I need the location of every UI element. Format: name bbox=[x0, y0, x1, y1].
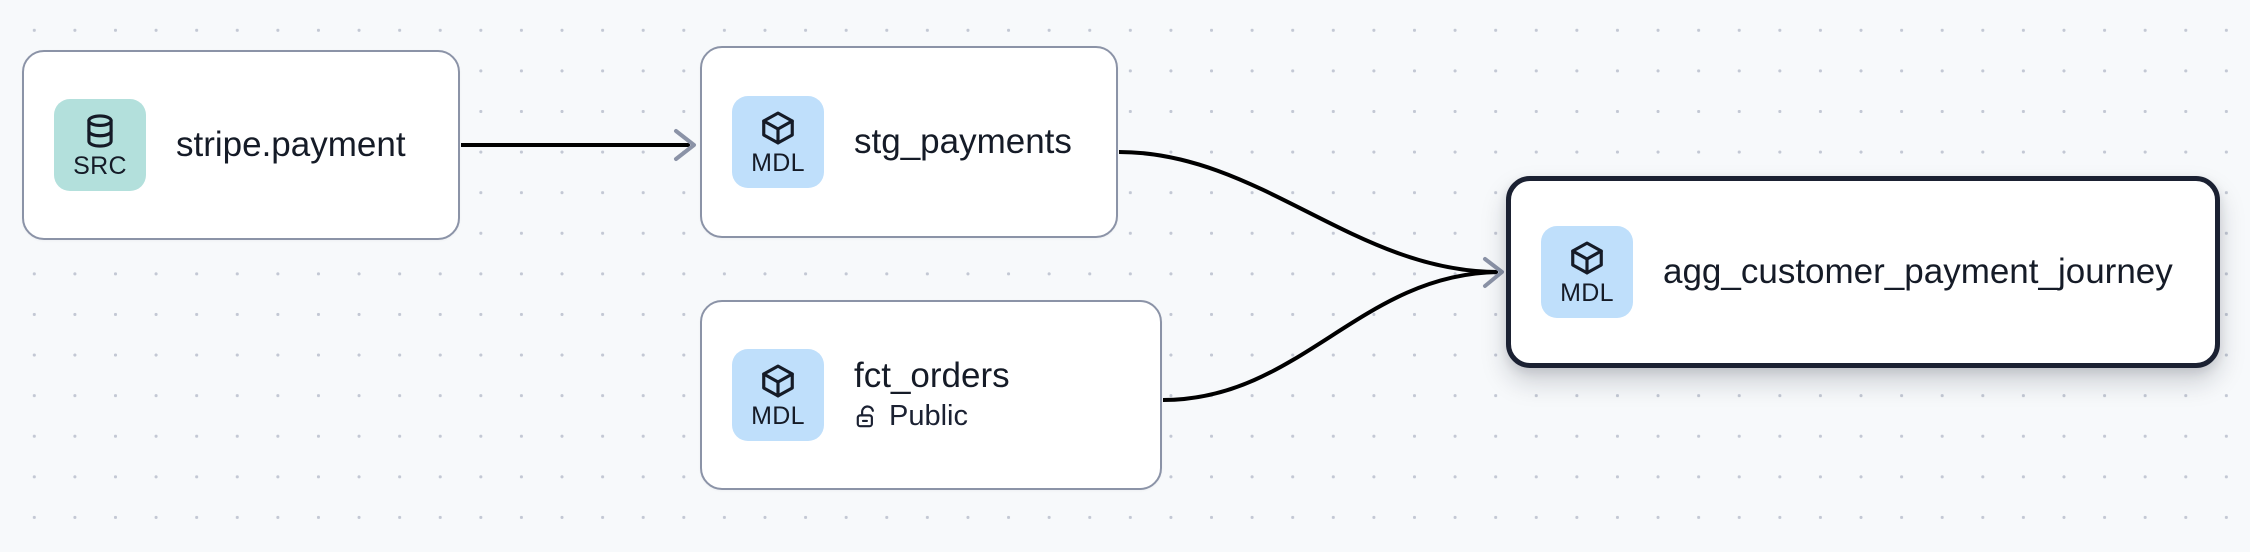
badge-mdl: MDL bbox=[1541, 226, 1633, 318]
badge-src: SRC bbox=[54, 99, 146, 191]
node-stripe-payment[interactable]: SRC stripe.payment bbox=[22, 50, 460, 240]
node-title: agg_customer_payment_journey bbox=[1663, 251, 2173, 291]
edge-stg-payments-to-agg-customer-payment-journey bbox=[1118, 150, 1499, 274]
arrowhead-icon bbox=[674, 129, 696, 161]
badge-label: MDL bbox=[751, 401, 805, 430]
node-body: fct_orders Public bbox=[854, 355, 1010, 433]
badge-label: SRC bbox=[73, 151, 127, 180]
node-stg-payments[interactable]: MDL stg_payments bbox=[700, 46, 1118, 238]
node-fct-orders[interactable]: MDL fct_orders Public bbox=[700, 300, 1162, 490]
badge-label: MDL bbox=[751, 148, 805, 177]
cube-icon bbox=[1568, 239, 1606, 277]
badge-label: MDL bbox=[1560, 278, 1614, 307]
cube-icon bbox=[759, 109, 797, 147]
node-title: fct_orders bbox=[854, 355, 1010, 395]
cube-icon bbox=[759, 362, 797, 400]
node-visibility-label: Public bbox=[889, 400, 968, 433]
badge-mdl: MDL bbox=[732, 349, 824, 441]
node-body: stg_payments bbox=[854, 121, 1072, 162]
node-visibility: Public bbox=[854, 400, 1010, 433]
badge-mdl: MDL bbox=[732, 96, 824, 188]
node-body: agg_customer_payment_journey bbox=[1663, 251, 2173, 292]
unlock-icon bbox=[854, 404, 880, 430]
edge-stripe-payment-to-stg-payments bbox=[461, 129, 696, 161]
edge-fct-orders-to-agg-customer-payment-journey bbox=[1162, 257, 1504, 402]
node-body: stripe.payment bbox=[176, 124, 406, 165]
database-icon bbox=[81, 112, 119, 150]
node-title: stg_payments bbox=[854, 121, 1072, 161]
node-agg-customer-payment-journey[interactable]: MDL agg_customer_payment_journey bbox=[1506, 176, 2220, 368]
arrowhead-icon bbox=[1483, 257, 1504, 288]
node-title: stripe.payment bbox=[176, 124, 406, 164]
